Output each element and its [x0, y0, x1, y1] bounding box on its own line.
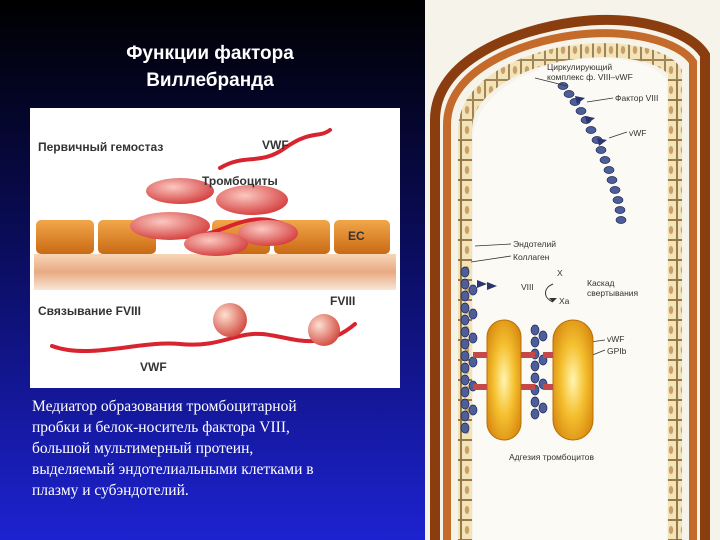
label-platelets: Тромбоциты [202, 174, 278, 188]
slide-title: Функции фактора Виллебранда [40, 40, 380, 94]
label-cascade: Каскад свертывания [587, 278, 638, 298]
vwf-multimer-collagen [460, 266, 548, 434]
caption-line: пробки и белок-носитель фактора VIII, [32, 419, 290, 436]
cascade-arrowhead [549, 298, 557, 302]
platelet [130, 212, 210, 240]
left-diagram-panel: Первичный гемостаз VWF Тромбоциты EC Свя… [30, 108, 400, 388]
platelet [146, 178, 214, 204]
right-diagram-art [430, 14, 710, 540]
label-circulating-complex: Циркулирующий комплекс ф. VIII–vWF [547, 62, 633, 82]
cascade-arrow [545, 283, 554, 303]
label-vwf-top: VWF [262, 138, 289, 152]
label-platelet-adhesion: Адгезия тромбоцитов [509, 452, 595, 462]
endothelial-layer-left [458, 43, 682, 540]
right-diagram-panel: Циркулирующий комплекс ф. VIII–vWF Факто… [425, 0, 720, 540]
fviii-ball [213, 303, 247, 337]
endothelial-cell [36, 220, 94, 254]
caption-line: большой мультимерный протеин, [32, 440, 254, 457]
fviii-ball [308, 314, 340, 346]
vwf-strand-top [218, 128, 332, 170]
title-line-2: Виллебранда [146, 70, 274, 91]
label-factor-viii: Фактор VIII [615, 93, 659, 103]
endothelium-right-strip [668, 80, 682, 540]
title-line-1: Функции фактора [126, 43, 294, 64]
caption-line: Медиатор образования тромбоцитарной [32, 398, 297, 415]
platelet-left [486, 319, 522, 441]
label-cascade-line-1: Каскад [587, 278, 615, 288]
vessel-outer-wall [430, 14, 710, 540]
caption-text: Медиатор образования тромбоцитарной проб… [32, 396, 404, 501]
endothelial-cell [334, 220, 390, 254]
label-fviii: FVIII [330, 294, 356, 308]
label-circulating-line-1: Циркулирующий [547, 62, 613, 72]
vwf-strand-bottom [50, 322, 357, 354]
subendothelium-band [34, 254, 396, 290]
platelet [238, 220, 298, 246]
caption-line: выделяемый эндотелиальными клетками в [32, 461, 314, 478]
left-diagram-art [34, 128, 396, 354]
label-cascade-line-2: свертывания [587, 288, 639, 298]
vessel-middle-wall [443, 29, 697, 540]
label-primary-hemostasis: Первичный гемостаз [38, 140, 164, 154]
platelet [184, 232, 248, 256]
label-gpib: GPIb [607, 346, 627, 356]
gpib-connectors [473, 352, 553, 390]
label-collagen: Коллаген [513, 252, 550, 262]
caption-line: плазму и субэндотелий. [32, 482, 189, 499]
label-endothelium: Эндотелий [513, 239, 557, 249]
label-vwf-lower: vWF [607, 334, 625, 344]
label-ec: EC [348, 229, 365, 243]
label-vwf-upper: vWF [629, 128, 647, 138]
label-x: X [557, 268, 563, 278]
label-xa: Xa [559, 296, 570, 306]
platelet-right [552, 319, 594, 441]
label-viii: VIII [521, 282, 534, 292]
label-vwf-bottom: VWF [140, 360, 167, 374]
factor-viii-markers [575, 96, 607, 146]
label-circulating-line-2: комплекс ф. VIII–vWF [547, 72, 633, 82]
label-fviii-binding: Связывание FVIII [38, 304, 141, 318]
factor-viii-collagen-markers [477, 280, 497, 290]
platelet [216, 185, 288, 215]
